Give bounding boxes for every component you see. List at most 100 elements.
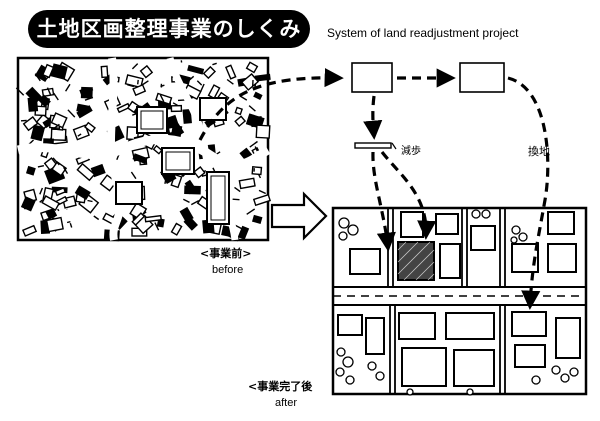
before-hatch-line bbox=[52, 157, 60, 166]
before-house-shape bbox=[245, 61, 259, 74]
before-house-shape bbox=[207, 84, 221, 100]
after-label-en: after bbox=[275, 397, 298, 409]
before-house-shape bbox=[76, 162, 96, 182]
before-house-shape bbox=[254, 73, 271, 82]
before-house-shape bbox=[237, 225, 250, 240]
before-hatch-line bbox=[46, 87, 52, 95]
process-flow bbox=[198, 62, 550, 310]
before-hatch-line bbox=[39, 199, 43, 203]
before-label-jp: <事業前> bbox=[200, 247, 252, 260]
before-house-shape bbox=[182, 108, 192, 124]
before-hatch-line bbox=[66, 221, 71, 224]
reduction-label: 減歩 bbox=[401, 146, 421, 157]
before-house-shape bbox=[50, 128, 67, 142]
before-hatch-line bbox=[212, 62, 217, 66]
after-label-jp: <事業完了後 bbox=[248, 380, 313, 393]
before-hatch-line bbox=[246, 208, 256, 215]
before-hatch-line bbox=[57, 208, 60, 212]
before-house-shape bbox=[193, 166, 206, 179]
before-house-shape bbox=[51, 161, 68, 177]
before-road-vertical bbox=[106, 57, 125, 241]
before-house-shape bbox=[41, 63, 55, 79]
subtitle: System of land readjustment project bbox=[327, 26, 519, 40]
flow-arrow-reduction-to-reserved bbox=[380, 151, 437, 240]
before-house-shape bbox=[50, 112, 68, 129]
before-hatch-line bbox=[130, 171, 137, 180]
before-house-shape bbox=[45, 216, 64, 233]
replotting-label: 換地 bbox=[528, 145, 550, 158]
before-house-shape bbox=[253, 91, 263, 101]
before-house-shape bbox=[80, 86, 93, 99]
before-house-shape bbox=[131, 212, 146, 227]
before-house-shape bbox=[144, 214, 162, 223]
before-house-shape bbox=[20, 196, 36, 212]
before-house-shape bbox=[139, 64, 154, 79]
page-title: 土地区画整理事業のしくみ bbox=[28, 10, 310, 48]
before-hatch-line bbox=[39, 187, 44, 195]
before-hatch-line bbox=[29, 90, 37, 98]
before-hatch-line bbox=[137, 79, 139, 85]
before-label-en: before bbox=[212, 264, 244, 276]
before-house-shape bbox=[76, 103, 89, 114]
before-house-shape bbox=[152, 144, 163, 155]
before-hatch-line bbox=[141, 80, 149, 86]
before-hatch-line bbox=[196, 80, 203, 86]
before-hatch-line bbox=[190, 199, 200, 206]
before-hatch-line bbox=[87, 88, 94, 94]
land-replotted-box bbox=[459, 62, 505, 93]
after-map bbox=[331, 206, 588, 396]
flow-arrow-plot-to-box bbox=[198, 68, 344, 141]
before-hatch-line bbox=[248, 105, 256, 112]
before-house-shape bbox=[54, 187, 67, 197]
before-hatch-line bbox=[234, 186, 241, 193]
before-house-shape bbox=[202, 65, 217, 80]
before-hatch-line bbox=[53, 92, 59, 101]
before-hatch-line bbox=[172, 102, 178, 106]
before-hatch-line bbox=[232, 198, 240, 201]
before-hatch-line bbox=[159, 94, 165, 103]
before-hatch-line bbox=[93, 215, 100, 221]
before-house-shape bbox=[22, 116, 39, 132]
before-hatch-line bbox=[182, 198, 190, 204]
before-hatch-line bbox=[77, 133, 82, 137]
before-house-shape bbox=[72, 124, 90, 141]
before-house-shape bbox=[255, 124, 271, 139]
before-hatch-line bbox=[164, 176, 167, 184]
before-map bbox=[15, 56, 272, 242]
before-hatch-line bbox=[186, 75, 195, 83]
before-hatch-line bbox=[226, 78, 234, 85]
before-house-shape bbox=[45, 207, 58, 220]
before-house-shape bbox=[132, 153, 148, 165]
tree-clusters bbox=[335, 209, 579, 396]
before-house-shape bbox=[252, 193, 272, 207]
before-hatch-line bbox=[249, 140, 258, 148]
before-house-shape bbox=[41, 195, 61, 211]
before-hatch-line bbox=[43, 95, 50, 101]
before-house-shape bbox=[238, 177, 256, 190]
before-hatch-line bbox=[249, 118, 253, 121]
before-hatch-line bbox=[257, 173, 262, 179]
reserved-land-plot bbox=[397, 241, 435, 281]
before-house-shape bbox=[170, 222, 183, 236]
before-hatch-line bbox=[34, 73, 41, 82]
before-hatch-line bbox=[23, 204, 29, 210]
before-house-shape bbox=[74, 185, 91, 200]
before-hatch-line bbox=[87, 199, 93, 203]
transition-arrow bbox=[270, 191, 328, 241]
before-hatch-line bbox=[199, 83, 205, 92]
before-house-shape bbox=[251, 214, 263, 225]
before-hatch-line bbox=[28, 91, 37, 101]
before-house-shape bbox=[50, 63, 68, 80]
before-house-shape bbox=[170, 104, 183, 113]
flow-arrow-box-to-reduction bbox=[363, 95, 383, 140]
flow-arrow-replotting bbox=[507, 76, 550, 310]
before-hatch-line bbox=[131, 63, 139, 70]
before-house-shape bbox=[224, 64, 237, 80]
before-house-shape bbox=[83, 121, 96, 134]
before-house-shape bbox=[25, 165, 36, 176]
before-house-shape bbox=[234, 106, 244, 116]
flow-arrow-reduction-to-plot bbox=[371, 151, 396, 252]
before-house-shape bbox=[183, 216, 198, 231]
before-hatch-line bbox=[258, 189, 266, 195]
